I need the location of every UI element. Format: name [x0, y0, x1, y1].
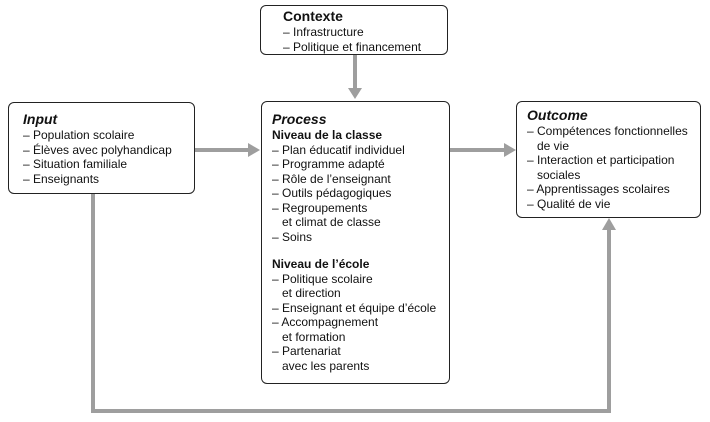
school-level-item: – Accompagnement — [272, 315, 379, 329]
process-title: Process — [272, 111, 327, 127]
school-level-item: et direction — [272, 286, 341, 300]
class-level-item: – Rôle de l’enseignant — [272, 171, 391, 186]
class-level-item: – Soins — [272, 229, 313, 244]
outcome-item: – Apprentissages scolaires — [527, 182, 670, 196]
school-level-heading: Niveau de l’école — [272, 257, 370, 271]
school-level-item: avec les parents — [272, 358, 370, 373]
arrowhead-input-to-outcome — [602, 218, 616, 230]
outcome-item: – Qualité de vie — [527, 196, 611, 211]
context-item: – Politique et financement — [283, 39, 422, 54]
class-level-item: – Outils pédagogiques — [272, 186, 392, 200]
context-box: Contexte – Infrastructure – Politique et… — [260, 5, 448, 55]
arrowhead-context-to-process — [348, 88, 362, 99]
outcome-title: Outcome — [527, 107, 588, 123]
school-level-item: – Politique scolaire — [272, 271, 373, 286]
input-box: Input – Population scolaire – Élèves ave… — [8, 102, 195, 194]
outcome-box: Outcome – Compétences fonctionnelles de … — [516, 101, 701, 218]
outcome-item: – Interaction et participation — [527, 153, 675, 167]
arrowhead-input-to-process — [248, 143, 260, 157]
input-item: – Élèves avec polyhandicap — [23, 142, 172, 157]
arrow-input-to-outcome — [91, 194, 611, 413]
class-level-item: – Regroupements — [272, 200, 368, 215]
class-level-item: et climat de classe — [272, 215, 381, 229]
outcome-item: – Compétences fonctionnelles — [527, 124, 688, 138]
school-level-item: et formation — [272, 329, 346, 344]
school-level-item: – Partenariat — [272, 344, 341, 358]
context-title: Contexte — [283, 8, 343, 24]
class-level-item: – Programme adapté — [272, 157, 385, 171]
school-level-item: – Enseignant et équipe d’école — [272, 300, 437, 315]
class-level-heading: Niveau de la classe — [272, 128, 383, 142]
input-title: Input — [23, 111, 58, 127]
arrowhead-process-to-outcome — [504, 143, 516, 157]
process-box: Process Niveau de la classe – Plan éduca… — [261, 101, 450, 384]
input-item: – Population scolaire — [23, 128, 135, 142]
input-item: – Situation familiale — [23, 157, 128, 171]
class-level-item: – Plan éducatif individuel — [272, 142, 405, 157]
outcome-item: sociales — [527, 167, 581, 182]
input-item: – Enseignants — [23, 171, 100, 186]
outcome-item: de vie — [527, 138, 570, 153]
context-item: – Infrastructure — [283, 25, 364, 39]
